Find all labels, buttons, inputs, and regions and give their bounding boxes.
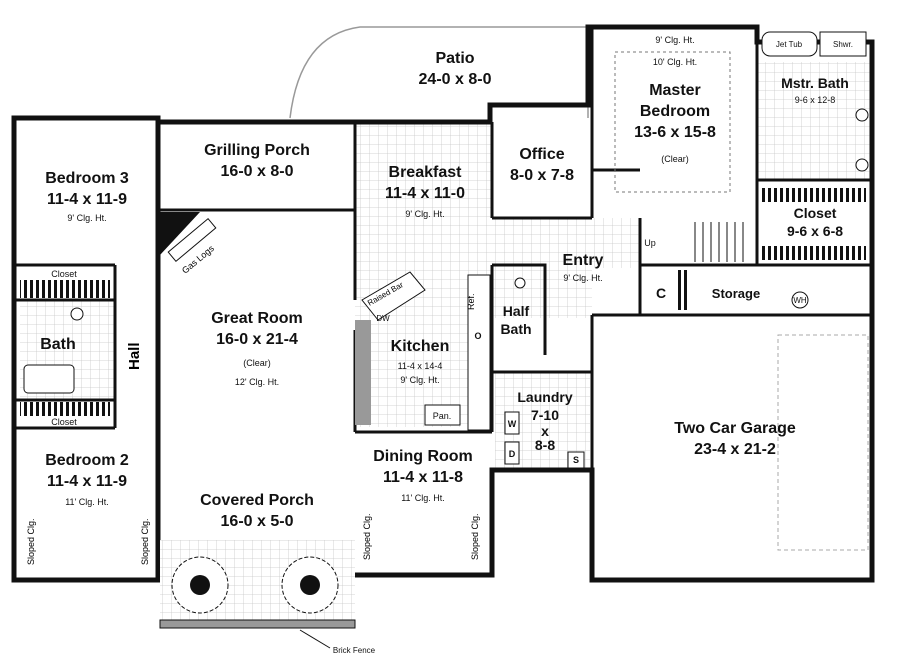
attic-stairs [694, 222, 744, 262]
sloped-clg-dining-right: Sloped Clg. [470, 513, 480, 560]
patio-outline [289, 26, 589, 119]
fireplace [160, 212, 200, 255]
sloped-clg-dining-left: Sloped Clg. [362, 513, 372, 560]
kitchen-clg: 9' Clg. Ht. [400, 375, 440, 385]
c-closet-label: C [655, 285, 667, 301]
jet-tub-label: Jet Tub [775, 40, 803, 49]
water-heater [791, 291, 809, 309]
gas-logs-box [167, 217, 217, 263]
pantry-label: Pan. [432, 411, 452, 421]
closet-rod-bed2 [20, 402, 110, 416]
master-note: (Clear) [661, 154, 689, 164]
closet-rod-master-top [762, 188, 866, 202]
closet-rod-entry [678, 270, 690, 310]
breakfast-clg: 9' Clg. Ht. [405, 209, 445, 219]
entry-label: Entry [562, 252, 604, 269]
kitchen-counter-left [355, 320, 371, 425]
bedroom2-clg: 11' Clg. Ht. [65, 497, 109, 507]
oven-label: O [474, 331, 482, 341]
kitchen-counter-right [467, 274, 491, 431]
shower-box [819, 31, 867, 57]
entry-clg: 9' Clg. Ht. [563, 273, 603, 283]
kitchen-dims: 11-4 x 14-4 [397, 361, 443, 371]
closet-label-bed2: Closet [51, 417, 77, 427]
bathtub [23, 364, 75, 394]
shower-label: Shwr. [832, 40, 854, 49]
jet-tub-box [761, 31, 818, 57]
closet-label-bed3: Closet [51, 269, 77, 279]
mstr-bath-label: Mstr. Bath [781, 75, 849, 91]
sloped-clg-bed2-left: Sloped Clg. [26, 518, 36, 565]
dryer-label: D [508, 449, 516, 459]
great-room-clg: 12' Clg. Ht. [234, 377, 280, 387]
master-sink-2 [855, 158, 869, 172]
storage-label: Storage [711, 286, 761, 301]
lav-sink [70, 307, 84, 321]
landscape [159, 540, 356, 629]
brick-fence-label: Brick Fence [332, 646, 376, 655]
dining-clg: 11' Clg. Ht. [401, 493, 445, 503]
pantry-box [424, 404, 461, 426]
dryer [504, 441, 520, 465]
interior-walls [14, 27, 872, 575]
hall-label: Hall [126, 342, 143, 370]
master-sink-1 [855, 108, 869, 122]
dw-label: DW [376, 314, 390, 323]
raised-bar [361, 271, 426, 321]
master-clg-9: 9' Clg. Ht. [655, 35, 695, 45]
up-label: Up [644, 238, 656, 248]
bath-label: Bath [40, 336, 76, 353]
closet-rod-master-bottom [762, 246, 866, 260]
sink-label: S [572, 455, 580, 465]
sink-box [567, 451, 585, 469]
washer-label: W [507, 419, 517, 429]
closet-rod-bed3 [20, 280, 110, 298]
master-tray [614, 51, 731, 193]
wh-label: WH [793, 296, 807, 305]
half-bath-sink [514, 277, 526, 289]
washer [504, 411, 520, 435]
sloped-clg-bed2-right: Sloped Clg. [140, 518, 150, 565]
master-clg-10: 10' Clg. Ht. [652, 57, 698, 67]
great-room-note: (Clear) [243, 358, 271, 368]
garage-slab [777, 334, 869, 551]
kitchen-label: Kitchen [390, 338, 450, 355]
ref-label: Ref. [466, 293, 476, 310]
mstr-bath-dims: 9-6 x 12-8 [794, 95, 836, 105]
bedroom3-clg: 9' Clg. Ht. [67, 213, 107, 223]
fence-pointer [299, 629, 331, 649]
